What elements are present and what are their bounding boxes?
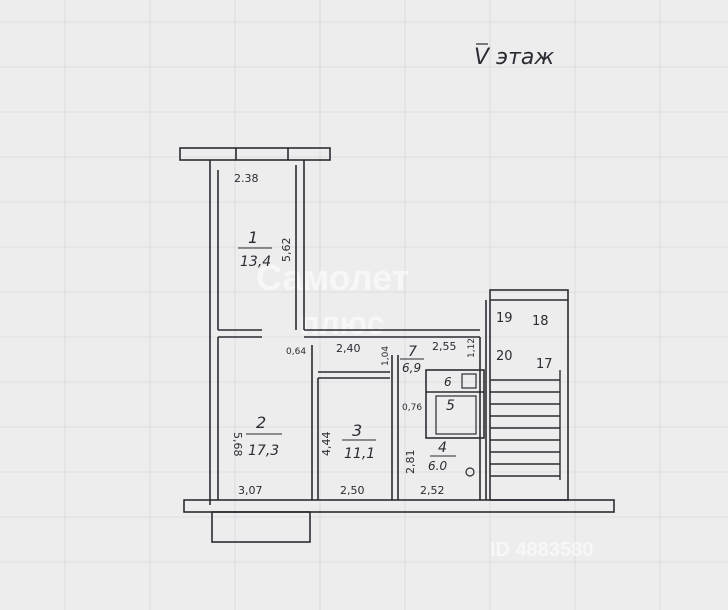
room-5-number: 5 [446, 398, 455, 414]
dim-room1-width: 2.38 [234, 172, 259, 185]
floor-title: V этаж [474, 45, 554, 70]
dim-room1-length: 5,62 [280, 238, 293, 263]
stair-label-18: 18 [532, 314, 549, 329]
room-2-area: 17,3 [248, 443, 279, 459]
dim-door-gap: 0,64 [286, 347, 306, 357]
stairs [490, 370, 561, 480]
dim-kitchen-width: 2,52 [420, 484, 445, 497]
watermark-sub: плюс [300, 305, 384, 341]
stair-labels: 19 18 20 17 [496, 311, 553, 372]
walls [179, 147, 615, 543]
dim-room3-width: 2,50 [340, 484, 365, 497]
dim-bath-gap: 1,12 [467, 338, 477, 358]
room-7-number: 7 [408, 344, 417, 360]
room-4-area: 6.0 [428, 459, 447, 473]
stair-label-20: 20 [496, 349, 513, 364]
dim-room2-width: 3,07 [238, 484, 263, 497]
dim-corridor-width: 2,40 [336, 342, 361, 355]
room-1-number: 1 [248, 228, 258, 247]
watermark-brand: Самолет [256, 257, 409, 298]
dim-wc-gap: 0,76 [402, 403, 422, 413]
room-6-number: 6 [444, 375, 452, 389]
room-1-area: 13,4 [240, 254, 271, 270]
dim-corridor-right: 2,55 [432, 340, 457, 353]
room-4-number: 4 [438, 440, 447, 456]
dim-room2-length: 5,68 [231, 432, 244, 457]
room-2-number: 2 [256, 413, 266, 432]
dim-room3-length: 4,44 [320, 432, 333, 457]
room-3-number: 3 [352, 421, 362, 440]
dim-hall-gap: 1,04 [381, 346, 391, 366]
dimension-labels: 2.38 5,62 0,64 2,40 1,04 2,55 1,12 0,76 … [231, 172, 477, 497]
stair-label-19: 19 [496, 311, 513, 326]
room-7-area: 6,9 [402, 361, 421, 375]
watermark-code: ID 4883580 [490, 539, 593, 561]
bath-fixtures [435, 373, 477, 477]
room-labels: 1 13,4 2 17,3 3 11,1 4 6.0 5 6 7 6,9 [238, 228, 456, 473]
dim-kitchen-length: 2,81 [404, 450, 417, 475]
room-3-area: 11,1 [344, 446, 375, 462]
stair-label-17: 17 [536, 357, 553, 372]
